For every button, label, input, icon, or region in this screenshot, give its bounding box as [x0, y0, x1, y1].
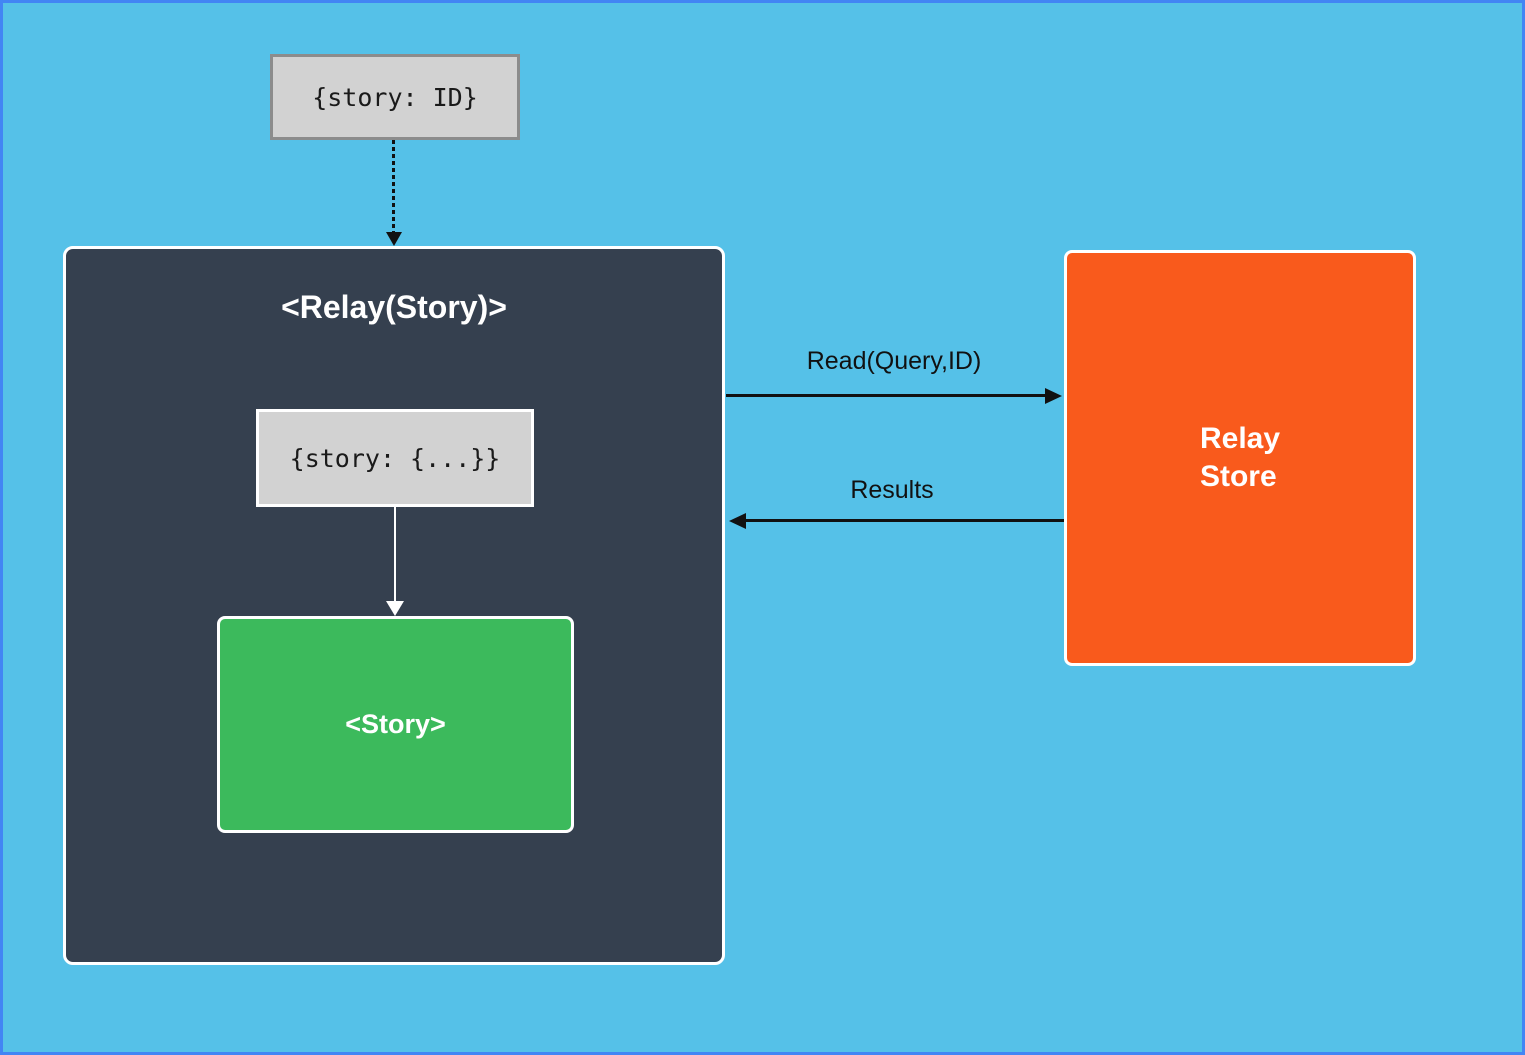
story-id-props-box: {story: ID}	[270, 54, 520, 140]
props-flow-arrow	[385, 140, 402, 246]
results-arrow-label: Results	[850, 476, 934, 504]
render-flow-arrowhead-icon	[386, 601, 404, 616]
relay-store-label-line1: Relay	[1199, 422, 1281, 455]
relay-store-label-line2: Store	[1199, 460, 1277, 493]
read-query-arrow-label: Read(Query,ID)	[806, 347, 982, 375]
props-flow-arrowhead-icon	[385, 232, 402, 246]
read-query-arrowhead-icon	[1045, 387, 1062, 404]
resolved-props-label: {story: {...}}	[289, 443, 501, 473]
render-flow-arrow	[386, 507, 404, 616]
results-arrowhead-icon	[729, 512, 746, 529]
read-query-arrow	[726, 387, 1062, 404]
results-arrow	[729, 512, 1066, 529]
relay-container-title: <Relay(Story)>	[281, 289, 507, 325]
story-id-props-label: {story: ID}	[312, 82, 478, 112]
story-component-box: <Story>	[217, 616, 574, 833]
resolved-props-box: {story: {...}}	[256, 409, 534, 507]
relay-container-box: <Relay(Story)> {story: {...}} <Story>	[63, 246, 725, 965]
story-component-label: <Story>	[345, 709, 446, 739]
relay-store-box: Relay Store	[1064, 250, 1416, 666]
relay-store-label: Relay Store	[1200, 420, 1280, 496]
